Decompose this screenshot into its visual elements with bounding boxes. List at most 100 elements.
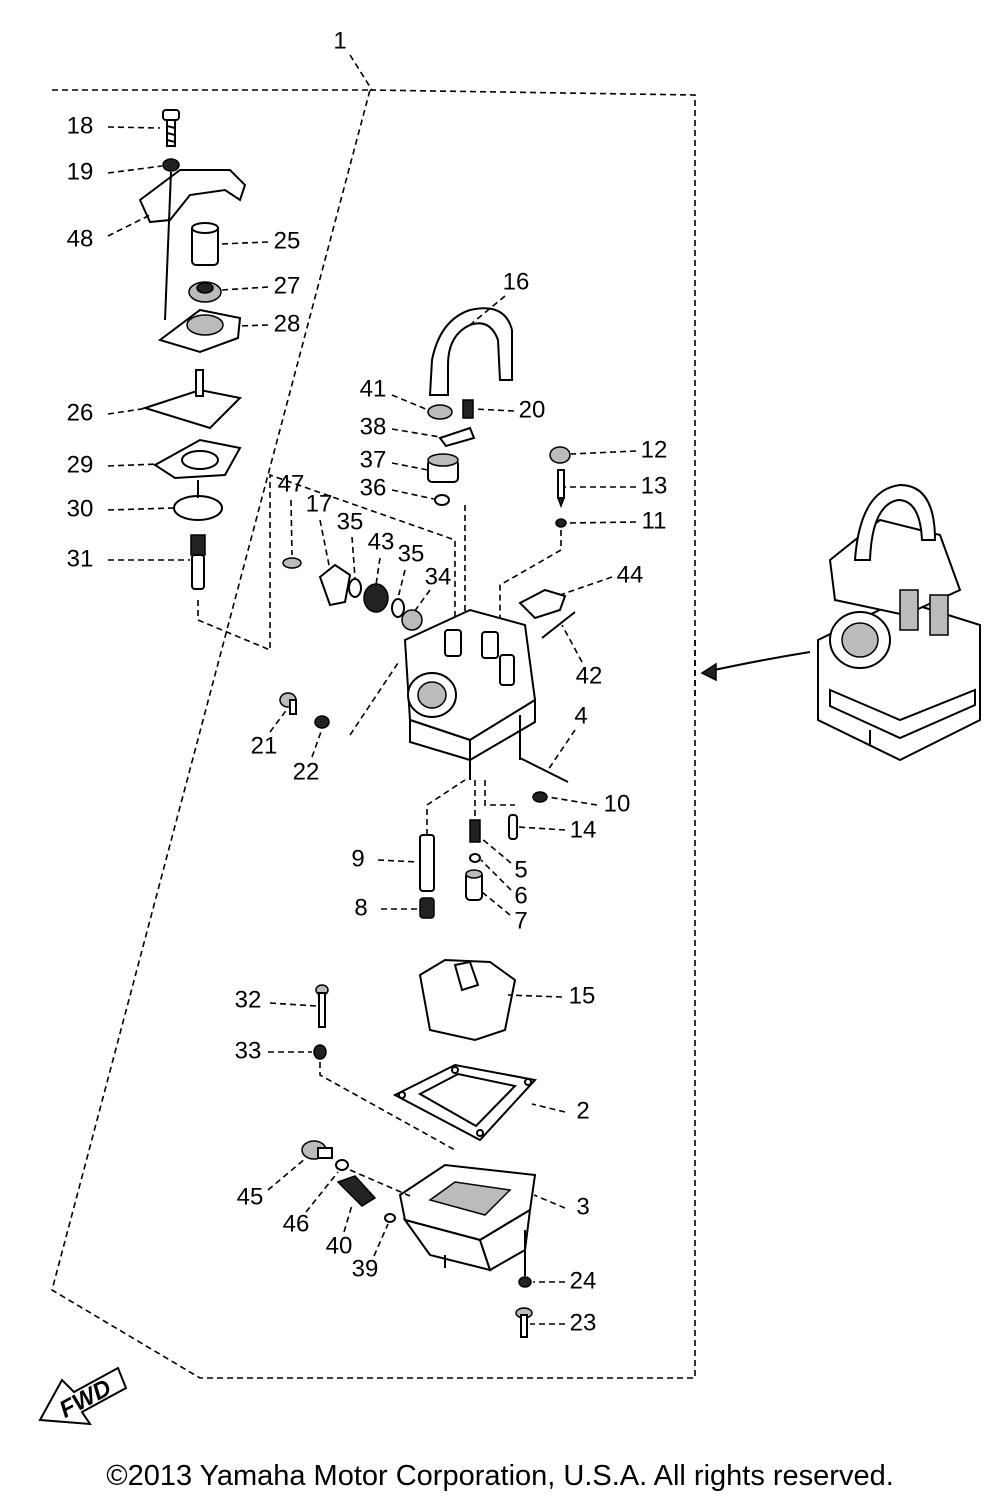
assembly-label: 1 bbox=[333, 27, 346, 54]
oring-35b bbox=[391, 598, 405, 618]
screw-40 bbox=[336, 1175, 377, 1207]
screw-45 bbox=[301, 1140, 333, 1160]
leader-line-35 bbox=[397, 569, 406, 599]
leader-line-14 bbox=[517, 826, 566, 831]
part-number-10: 10 bbox=[604, 790, 631, 817]
part-number-7: 7 bbox=[514, 907, 527, 934]
part-number-47: 47 bbox=[278, 470, 305, 497]
screw-21 bbox=[279, 692, 297, 715]
part-number-3: 3 bbox=[576, 1193, 589, 1220]
leader-line-37 bbox=[391, 462, 429, 471]
leader-lines bbox=[107, 126, 637, 1325]
part-number-36: 36 bbox=[360, 474, 387, 501]
part-number-16: 16 bbox=[503, 268, 530, 295]
assembled-carburetor-view bbox=[817, 483, 981, 762]
leader-line-29 bbox=[107, 463, 159, 467]
hose-16 bbox=[428, 307, 513, 396]
tube-9 bbox=[419, 834, 435, 892]
part-number-9: 9 bbox=[351, 845, 364, 872]
oring-6 bbox=[469, 853, 481, 863]
leader-line-21 bbox=[269, 707, 289, 733]
seat-27 bbox=[188, 281, 222, 303]
oring-36 bbox=[434, 494, 450, 506]
holder-37 bbox=[427, 453, 459, 483]
cap-12 bbox=[549, 446, 571, 464]
leader-line-6 bbox=[480, 859, 512, 891]
washer-19 bbox=[162, 158, 180, 172]
leader-line-2 bbox=[531, 1103, 566, 1113]
leader-line-7 bbox=[481, 891, 511, 916]
bolt-32 bbox=[315, 984, 329, 1028]
part-number-8: 8 bbox=[354, 894, 367, 921]
leader-line-18 bbox=[107, 126, 161, 129]
leader-line-17 bbox=[319, 519, 331, 571]
needle-13 bbox=[556, 469, 566, 509]
leader-line-27 bbox=[221, 286, 269, 291]
part-number-6: 6 bbox=[514, 882, 527, 909]
part-number-30: 30 bbox=[67, 495, 94, 522]
part-number-12: 12 bbox=[641, 436, 668, 463]
part-number-44: 44 bbox=[617, 561, 644, 588]
spring-22 bbox=[314, 715, 330, 729]
assembly-leader bbox=[349, 54, 373, 91]
part-number-29: 29 bbox=[67, 451, 94, 478]
leader-line-3 bbox=[533, 1194, 566, 1209]
screw-47 bbox=[282, 557, 302, 569]
part-number-13: 13 bbox=[641, 472, 668, 499]
part-number-18: 18 bbox=[67, 112, 94, 139]
part-number-11: 11 bbox=[642, 507, 667, 534]
part-number-33: 33 bbox=[235, 1037, 262, 1064]
oring-39 bbox=[384, 1213, 396, 1223]
part-number-39: 39 bbox=[352, 1255, 379, 1282]
part-number-31: 31 bbox=[67, 545, 94, 572]
leader-line-25 bbox=[219, 241, 269, 245]
valve-31 bbox=[190, 534, 206, 590]
part-number-21: 21 bbox=[251, 732, 278, 759]
part-number-37: 37 bbox=[360, 446, 387, 473]
leader-line-20 bbox=[473, 408, 515, 412]
cover-28 bbox=[157, 308, 242, 354]
leader-line-22 bbox=[311, 728, 323, 758]
leader-line-39 bbox=[373, 1223, 389, 1257]
pin-14 bbox=[508, 814, 518, 840]
part-number-23: 23 bbox=[570, 1309, 597, 1336]
reference-arrow bbox=[704, 651, 811, 673]
leader-line-16 bbox=[469, 295, 506, 326]
part-number-48: 48 bbox=[67, 225, 94, 252]
leader-line-47 bbox=[290, 499, 293, 556]
part-number-45: 45 bbox=[237, 1183, 264, 1210]
part-number-24: 24 bbox=[570, 1267, 597, 1294]
leader-line-38 bbox=[391, 428, 441, 438]
leader-line-19 bbox=[107, 165, 163, 174]
washer-46 bbox=[335, 1159, 349, 1171]
leader-line-42 bbox=[561, 624, 583, 663]
leader-line-36 bbox=[391, 489, 435, 500]
leader-line-34 bbox=[413, 589, 431, 613]
part-number-20: 20 bbox=[519, 396, 546, 423]
jet-5 bbox=[469, 819, 481, 843]
diaphragm-30 bbox=[173, 495, 223, 521]
part-number-34: 34 bbox=[425, 563, 452, 590]
washer-24 bbox=[518, 1276, 532, 1288]
part-number-22: 22 bbox=[293, 758, 320, 785]
part-number-40: 40 bbox=[326, 1232, 353, 1259]
leader-line-9 bbox=[377, 859, 419, 863]
part-number-17: 17 bbox=[306, 490, 333, 517]
leader-line-30 bbox=[107, 507, 175, 511]
screw-20 bbox=[462, 399, 474, 419]
plunger-25 bbox=[191, 222, 219, 266]
assembly-boundary bbox=[51, 89, 696, 1379]
part-number-42: 42 bbox=[576, 662, 603, 689]
part-number-38: 38 bbox=[360, 413, 387, 440]
clip-44 bbox=[518, 588, 567, 620]
leader-line-41 bbox=[391, 394, 429, 411]
part-number-28: 28 bbox=[274, 310, 301, 337]
bracket-48 bbox=[138, 169, 247, 224]
leader-line-45 bbox=[267, 1157, 307, 1191]
leader-line-5 bbox=[480, 837, 512, 864]
pin-42 bbox=[541, 611, 576, 639]
part-number-41: 41 bbox=[360, 375, 387, 402]
leader-line-15 bbox=[507, 994, 563, 998]
plate-17 bbox=[318, 563, 352, 607]
